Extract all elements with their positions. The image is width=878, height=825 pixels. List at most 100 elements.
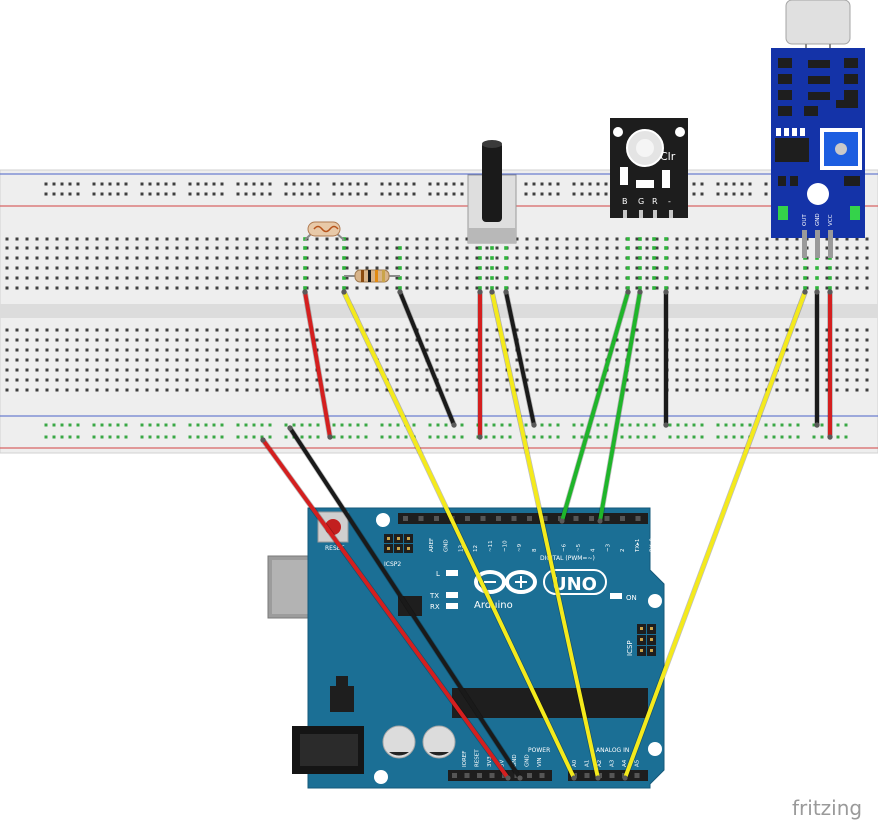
breadboard-hole	[75, 338, 79, 342]
breadboard-hole-used	[815, 286, 819, 290]
breadboard-hole	[595, 368, 599, 372]
breadboard-hole	[165, 368, 169, 372]
rail-hole-used	[364, 435, 368, 439]
breadboard-hole	[555, 348, 559, 352]
pin-label: TX▸1	[635, 539, 641, 553]
status-led	[778, 206, 788, 220]
breadboard-hole	[785, 358, 789, 362]
rail-hole	[260, 182, 264, 186]
breadboard-hole	[255, 328, 259, 332]
rail-hole	[196, 182, 200, 186]
breadboard-hole	[75, 378, 79, 382]
breadboard-hole	[695, 256, 699, 260]
breadboard-hole	[615, 368, 619, 372]
rail-hole	[316, 182, 320, 186]
breadboard-hole-used	[664, 246, 668, 250]
breadboard-hole	[165, 388, 169, 392]
yellow-wire-ldr-a0	[342, 290, 576, 780]
breadboard-hole	[305, 348, 309, 352]
trimmer-screw	[835, 143, 847, 155]
breadboard-hole	[95, 368, 99, 372]
breadboard-hole	[285, 328, 289, 332]
pot-shaft[interactable]	[482, 142, 502, 222]
potentiometer[interactable]	[467, 140, 517, 244]
breadboard-hole	[865, 328, 869, 332]
breadboard-hole	[425, 246, 429, 250]
rail-hole-used	[172, 435, 176, 439]
breadboard-hole	[15, 378, 19, 382]
breadboard-hole	[295, 256, 299, 260]
breadboard-hole	[855, 256, 859, 260]
icsp2-pin-gold	[397, 547, 400, 550]
breadboard-hole	[375, 246, 379, 250]
breadboard-hole	[55, 348, 59, 352]
breadboard-hole	[745, 276, 749, 280]
breadboard-hole	[565, 266, 569, 270]
breadboard-hole	[415, 358, 419, 362]
breadboard-hole	[285, 388, 289, 392]
breadboard-hole	[485, 348, 489, 352]
breadboard-hole	[605, 378, 609, 382]
pin-label: A3	[610, 759, 616, 767]
rail-hole	[364, 182, 368, 186]
breadboard-hole	[835, 328, 839, 332]
breadboard-hole	[285, 348, 289, 352]
breadboard-hole	[825, 358, 829, 362]
breadboard-hole	[455, 378, 459, 382]
breadboard-hole	[355, 328, 359, 332]
breadboard-hole	[425, 286, 429, 290]
rail-hole-used	[428, 423, 432, 427]
breadboard-hole	[525, 256, 529, 260]
breadboard-hole	[225, 286, 229, 290]
rail-hole	[212, 192, 216, 196]
breadboard-hole	[855, 338, 859, 342]
breadboard-hole	[85, 348, 89, 352]
breadboard-hole	[105, 256, 109, 260]
breadboard-hole	[25, 237, 29, 241]
breadboard-hole-used	[342, 276, 346, 280]
breadboard-hole-used	[626, 266, 630, 270]
breadboard-hole	[195, 388, 199, 392]
yellow-wire-ldr-a0-end	[341, 289, 347, 295]
breadboard-hole	[735, 256, 739, 260]
breadboard-hole	[645, 237, 649, 241]
breadboard-hole	[55, 246, 59, 250]
breadboard-hole	[445, 328, 449, 332]
breadboard-hole-used	[652, 256, 656, 260]
breadboard-hole	[785, 348, 789, 352]
breadboard-hole	[315, 256, 319, 260]
breadboard-hole	[175, 266, 179, 270]
icsp-pin-gold	[650, 638, 653, 641]
breadboard-hole	[465, 378, 469, 382]
breadboard-hole	[585, 368, 589, 372]
rail-hole-used	[772, 435, 776, 439]
rail-hole	[444, 192, 448, 196]
breadboard-hole	[365, 368, 369, 372]
rail-hole	[692, 182, 696, 186]
breadboard-hole	[505, 388, 509, 392]
rail-hole-used	[396, 423, 400, 427]
breadboard-hole	[765, 368, 769, 372]
breadboard-hole-used	[398, 256, 402, 260]
breadboard-hole	[825, 348, 829, 352]
breadboard-hole	[735, 378, 739, 382]
breadboard-hole	[115, 286, 119, 290]
breadboard-hole	[725, 358, 729, 362]
breadboard-hole	[215, 237, 219, 241]
rail-hole-used	[316, 435, 320, 439]
breadboard-hole	[625, 348, 629, 352]
breadboard-hole	[45, 276, 49, 280]
green-wire-rgb-b	[560, 290, 630, 523]
breadboard-hole	[5, 338, 9, 342]
rail-hole-used	[188, 423, 192, 427]
rail-hole	[188, 192, 192, 196]
rail-hole-used	[348, 423, 352, 427]
breadboard-hole	[595, 338, 599, 342]
breadboard-hole	[865, 256, 869, 260]
breadboard-hole	[745, 338, 749, 342]
breadboard-hole	[455, 328, 459, 332]
breadboard-hole	[645, 328, 649, 332]
breadboard-hole	[15, 388, 19, 392]
breadboard-hole	[555, 256, 559, 260]
breadboard-hole	[385, 388, 389, 392]
